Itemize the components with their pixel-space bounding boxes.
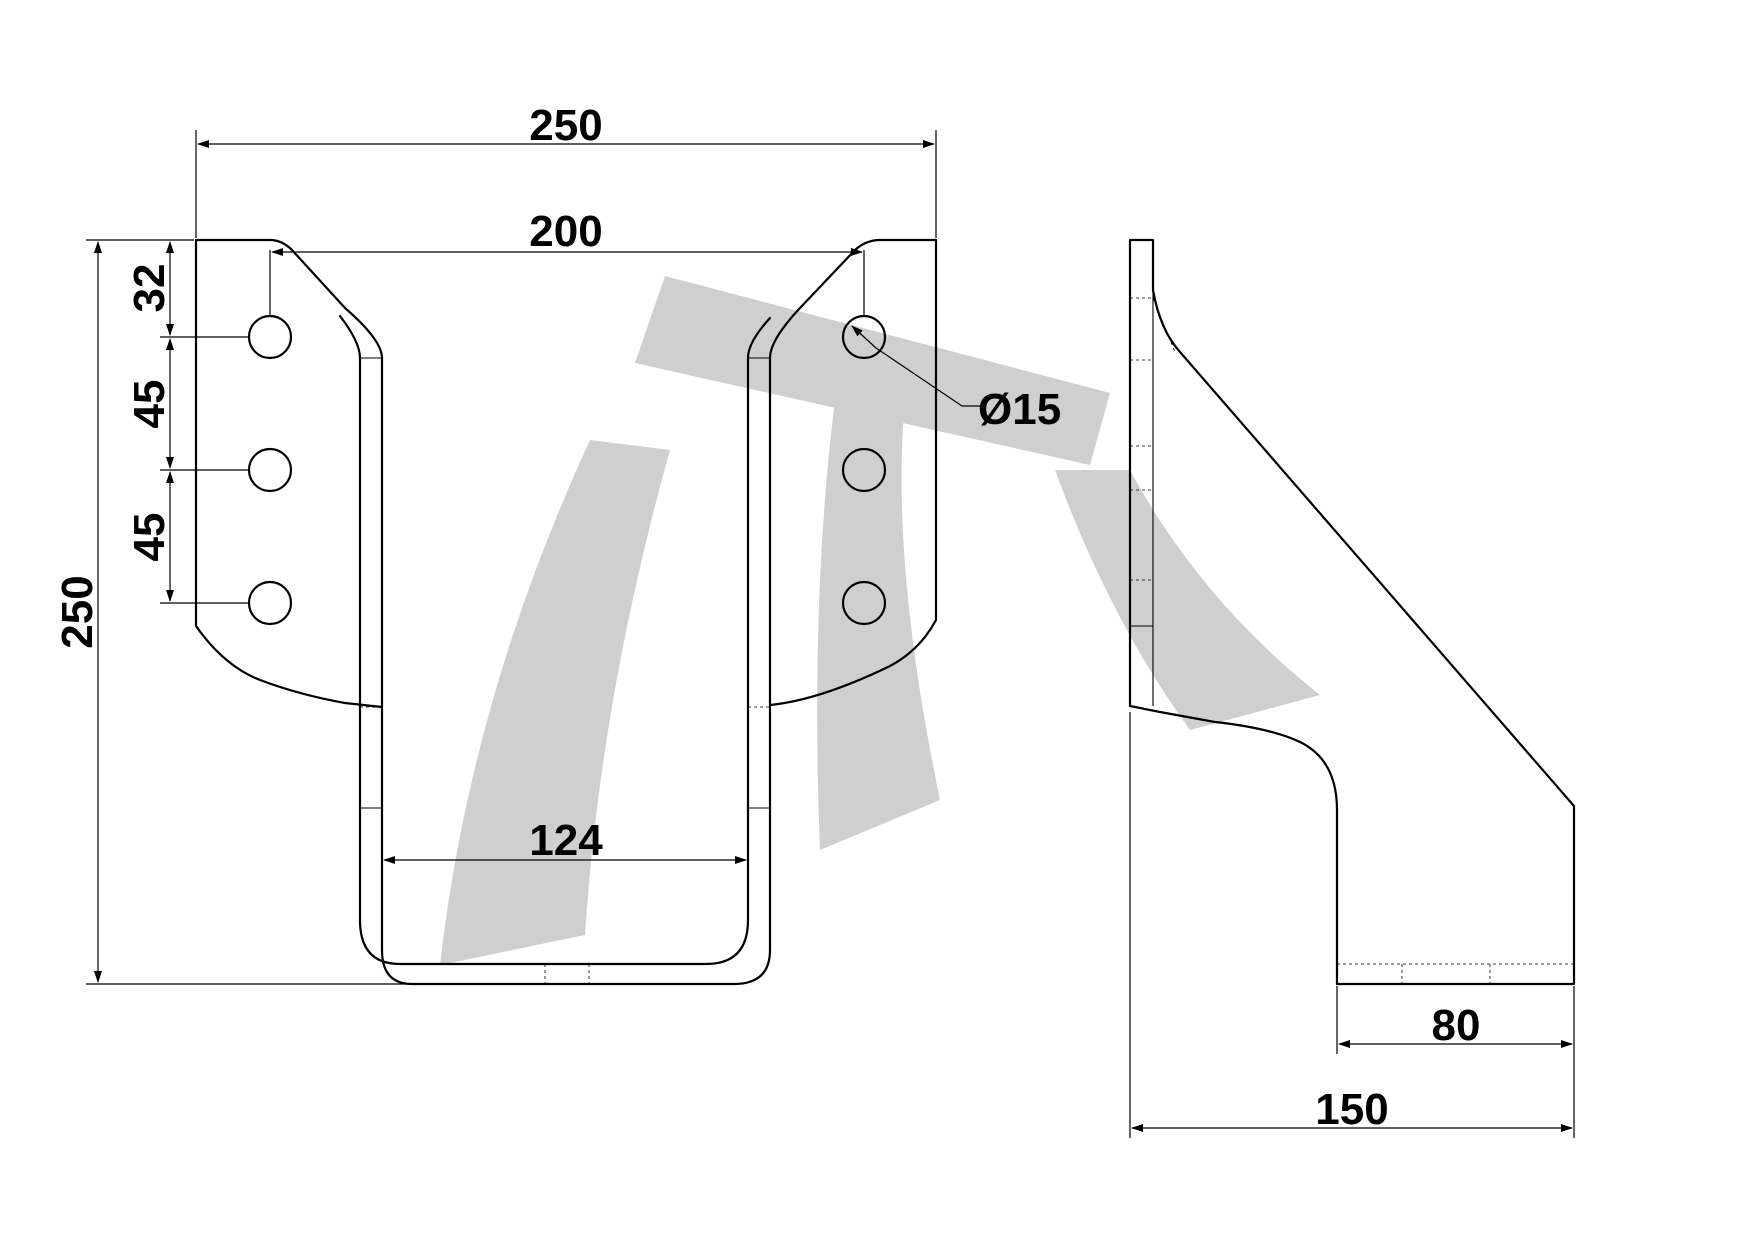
dim-slot-width: 124 bbox=[529, 816, 603, 865]
dim-inner-width: 200 bbox=[529, 207, 602, 256]
front-outline bbox=[194, 238, 938, 986]
hole-left-1 bbox=[247, 314, 293, 360]
logo-watermark-icon bbox=[440, 276, 1320, 965]
side-outline bbox=[1128, 238, 1576, 986]
dim-overall-height: 250 bbox=[53, 575, 102, 648]
hole-right-2 bbox=[841, 447, 887, 493]
hole-left-2 bbox=[247, 447, 293, 493]
dim-hole-spacing-1: 45 bbox=[125, 380, 174, 429]
front-view bbox=[194, 238, 938, 986]
dim-side-overall-depth: 150 bbox=[1315, 1085, 1388, 1134]
side-view bbox=[1128, 238, 1576, 986]
side-dimensions: 80 150 bbox=[1129, 712, 1575, 1138]
dim-hole-top-offset: 32 bbox=[125, 264, 174, 313]
dim-side-foot-width: 80 bbox=[1432, 1001, 1481, 1050]
hole-left-3 bbox=[247, 580, 293, 626]
hole-right-3 bbox=[841, 580, 887, 626]
front-inner-u bbox=[358, 356, 750, 966]
dim-overall-width: 250 bbox=[529, 101, 602, 150]
dim-hole-diameter: Ø15 bbox=[978, 385, 1061, 434]
front-dimensions: 250 200 250 32 45 45 Ø15 124 bbox=[53, 101, 1061, 985]
dim-hole-spacing-2: 45 bbox=[125, 513, 174, 562]
